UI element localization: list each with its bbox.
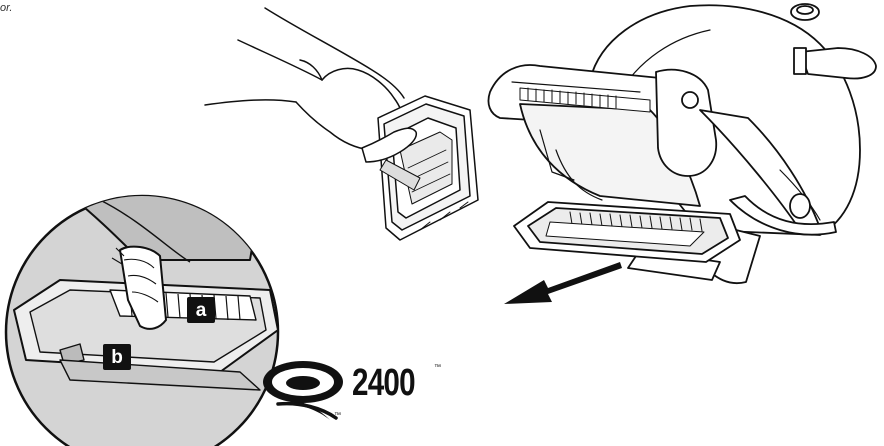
model-number: 2400 bbox=[352, 362, 416, 404]
pull-direction-arrow bbox=[504, 262, 622, 304]
hand-with-drip-pan bbox=[204, 7, 479, 241]
callout-label-a: a bbox=[187, 297, 215, 323]
detail-zoom-circle bbox=[4, 194, 280, 446]
callout-label-b: b bbox=[103, 344, 131, 370]
q-logo-mark bbox=[263, 361, 343, 420]
grill-assembly bbox=[487, 3, 877, 284]
caption-fragment: or. bbox=[0, 2, 13, 14]
model-trademark: ™ bbox=[434, 364, 441, 371]
logo-trademark: ™ bbox=[334, 412, 341, 419]
